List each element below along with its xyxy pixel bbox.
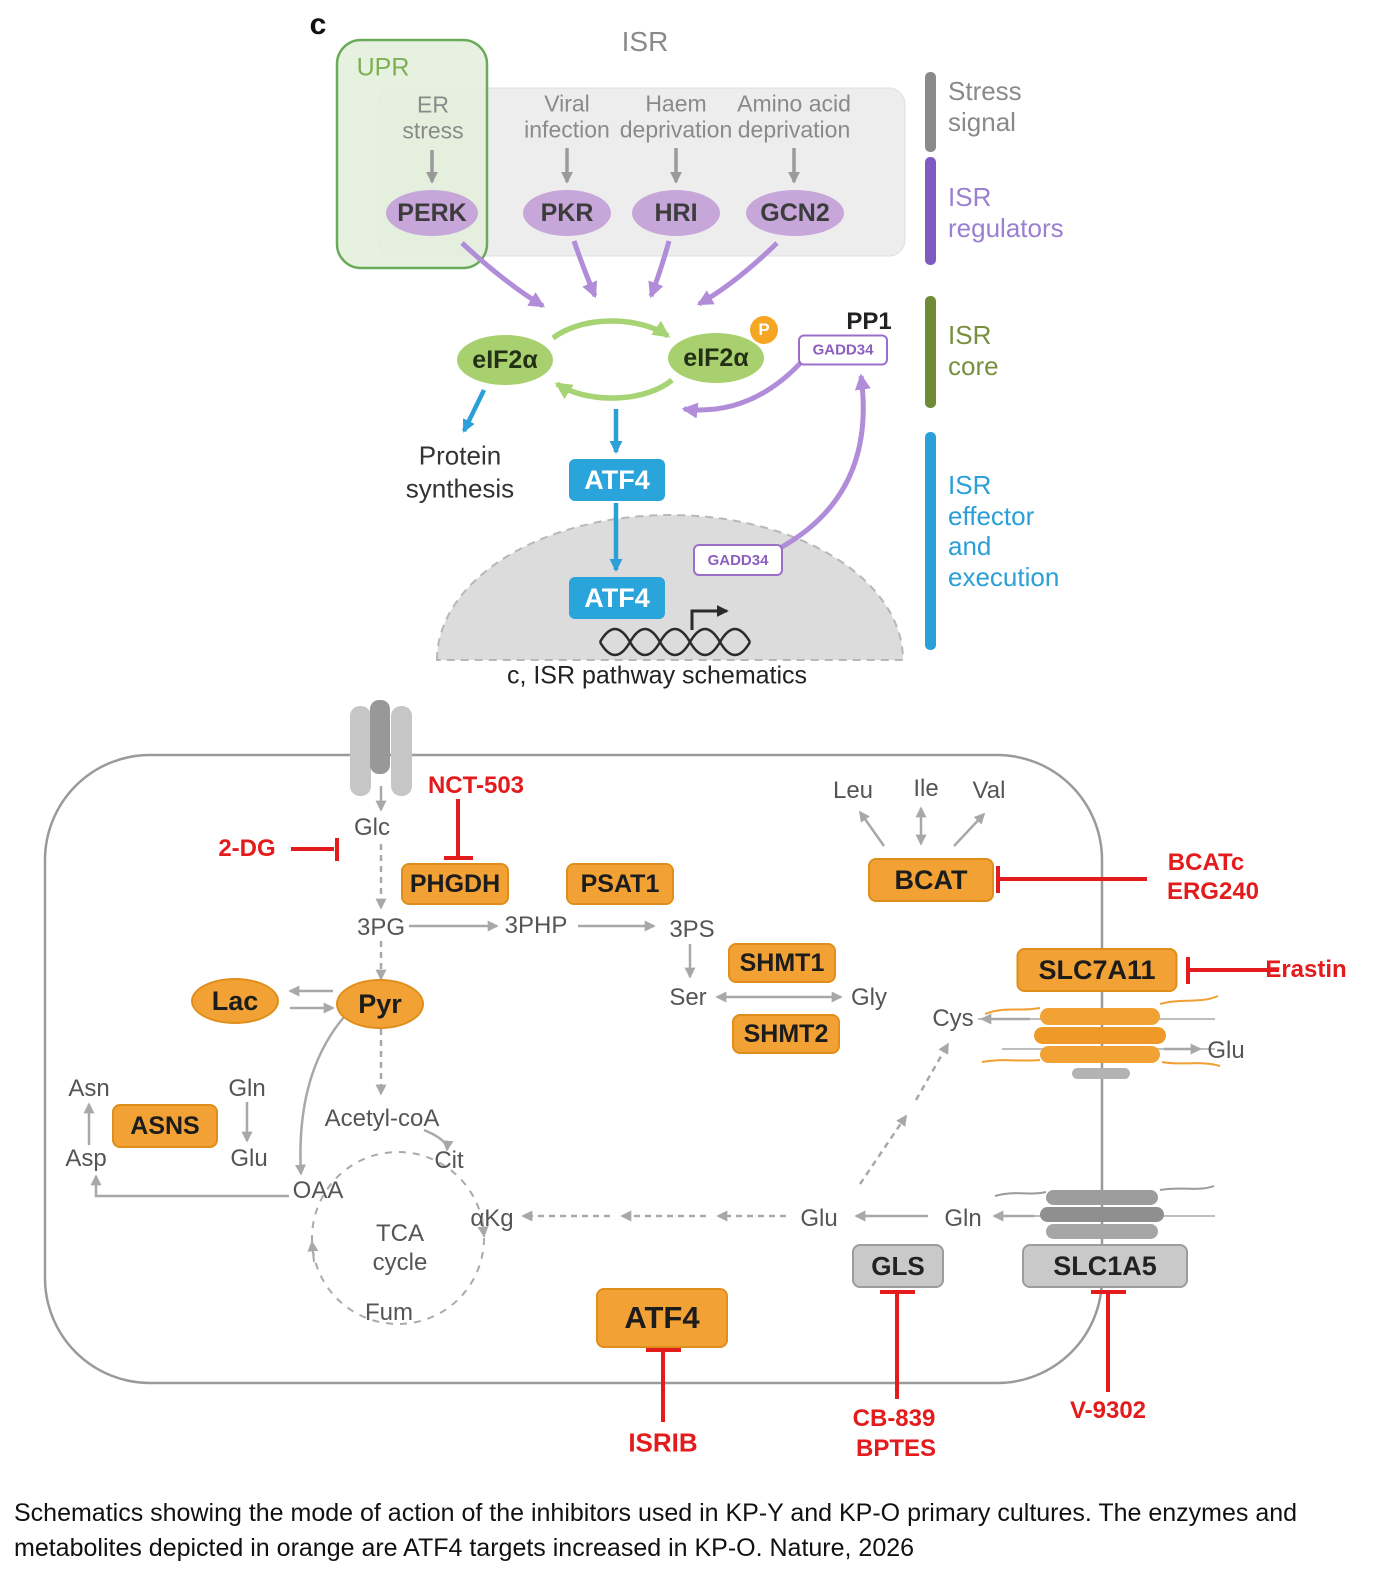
enzyme-box-gls: GLS bbox=[852, 1244, 944, 1288]
kinase-hri: HRI bbox=[632, 190, 720, 236]
gadd34-box-nucleus: GADD34 bbox=[693, 544, 783, 576]
legend-label-isr-core: ISR core bbox=[948, 320, 999, 381]
enzyme-box-slc1a5: SLC1A5 bbox=[1022, 1244, 1188, 1288]
metabolite-asn: Asn bbox=[68, 1075, 110, 1102]
metabolite-3php: 3PHP bbox=[504, 912, 568, 939]
eif2a-cycle-arrows bbox=[551, 318, 674, 401]
metabolite-ile: Ile bbox=[913, 775, 939, 802]
pp1-label: PP1 bbox=[846, 308, 892, 335]
metabolite-val: Val bbox=[972, 777, 1006, 804]
isr-title: ISR bbox=[621, 26, 669, 57]
panel-c-label: c bbox=[309, 8, 327, 41]
tca-cycle-label: TCA cycle bbox=[372, 1220, 428, 1276]
eif2a-unphosphorylated: eIF2α bbox=[457, 335, 553, 385]
gadd34-arrows bbox=[681, 355, 871, 551]
dna-helix-icon bbox=[598, 605, 752, 657]
metabolite-glc: Glc bbox=[354, 814, 390, 841]
stressor-haem-deprivation: Haem deprivation bbox=[619, 90, 733, 143]
slc1a5-transporter-icon bbox=[994, 1185, 1215, 1239]
effector-arrows bbox=[461, 389, 623, 572]
legend-bar-isr-core bbox=[925, 296, 936, 408]
kinase-gcn2: GCN2 bbox=[746, 190, 844, 236]
metabolite-oaa: OAA bbox=[292, 1177, 344, 1204]
inhibitor-cb839: CB-839 bbox=[852, 1405, 936, 1432]
glucose-transporter-icon bbox=[350, 700, 412, 796]
atf4-box-nucleus: ATF4 bbox=[569, 577, 665, 619]
gadd34-box-top: GADD34 bbox=[798, 334, 888, 366]
inhibitor-bptes: BPTES bbox=[855, 1435, 937, 1462]
metabolite-asp: Asp bbox=[65, 1145, 107, 1172]
enzyme-box-shmt1: SHMT1 bbox=[728, 943, 836, 983]
enzyme-box-atf4: ATF4 bbox=[596, 1288, 728, 1348]
legend-bar-stress-signal bbox=[925, 72, 936, 152]
metabolite-leu: Leu bbox=[832, 777, 874, 804]
metabolite-gln-mid: Gln bbox=[944, 1205, 982, 1232]
metabolic-arrows bbox=[83, 786, 1202, 1222]
cell-membrane bbox=[43, 753, 1104, 1385]
kinase-perk: PERK bbox=[386, 190, 478, 236]
metabolite-3ps: 3PS bbox=[669, 916, 715, 943]
kinase-arrows bbox=[460, 240, 779, 309]
enzyme-box-shmt2: SHMT2 bbox=[732, 1014, 840, 1054]
stressor-amino-acid-deprivation: Amino acid deprivation bbox=[737, 90, 851, 143]
legend-bar-isr-effector bbox=[925, 432, 936, 650]
kinase-pkr: PKR bbox=[523, 190, 611, 236]
inhibitor-bcatc: BCATc bbox=[1167, 849, 1245, 876]
inhibitor-isrib: ISRIB bbox=[628, 1427, 698, 1458]
enzyme-box-bcat: BCAT bbox=[868, 858, 994, 902]
inhibitor-erg240: ERG240 bbox=[1166, 878, 1260, 905]
stress-arrows bbox=[426, 148, 800, 184]
inhibitor-nct503: NCT-503 bbox=[427, 772, 525, 799]
metabolite-glu-right: Glu bbox=[1207, 1037, 1245, 1064]
enzyme-box-phgdh: PHGDH bbox=[401, 863, 509, 905]
enzyme-box-slc7a11: SLC7A11 bbox=[1016, 948, 1178, 992]
figure-caption: Schematics showing the mode of action of… bbox=[14, 1499, 1298, 1562]
stressor-viral-infection: Viral infection bbox=[524, 90, 610, 143]
panel-c-caption: c, ISR pathway schematics bbox=[506, 661, 808, 690]
stressor-er-stress: ER stress bbox=[402, 91, 464, 144]
phospho-badge: P bbox=[750, 316, 778, 344]
inhibitor-v9302: V-9302 bbox=[1069, 1397, 1147, 1424]
enzyme-box-psat1: PSAT1 bbox=[566, 863, 674, 905]
metabolite-akg: αKg bbox=[470, 1205, 514, 1232]
metabolite-oval-lac: Lac bbox=[191, 978, 279, 1024]
eif2a-phosphorylated: eIF2α bbox=[668, 333, 764, 383]
inhibitor-2dg: 2-DG bbox=[218, 835, 276, 862]
atf4-box-cytoplasm: ATF4 bbox=[569, 459, 665, 501]
nucleus-shape bbox=[435, 514, 905, 661]
metabolite-acetyl-coa: Acetyl-coA bbox=[324, 1105, 440, 1132]
metabolite-gln-left: Gln bbox=[228, 1075, 266, 1102]
metabolite-gly: Gly bbox=[851, 984, 887, 1011]
metabolite-oval-pyr: Pyr bbox=[336, 979, 424, 1029]
inhibitor-lines bbox=[291, 799, 1279, 1422]
metabolite-glu-mid: Glu bbox=[800, 1205, 838, 1232]
legend-label-isr-regulators: ISR regulators bbox=[948, 182, 1064, 243]
metabolite-3pg: 3PG bbox=[356, 914, 406, 941]
metabolite-cys: Cys bbox=[932, 1005, 974, 1032]
legend-label-isr-effector: ISR effector and execution bbox=[948, 470, 1060, 593]
legend-label-stress-signal: Stress signal bbox=[948, 76, 1022, 137]
metabolite-glu-left: Glu bbox=[230, 1145, 268, 1172]
metabolite-ser: Ser bbox=[669, 984, 707, 1011]
tca-cycle-circle bbox=[307, 1151, 489, 1325]
enzyme-box-asns: ASNS bbox=[112, 1104, 218, 1148]
metabolite-fum: Fum bbox=[365, 1299, 413, 1326]
upr-label: UPR bbox=[356, 53, 410, 82]
inhibitor-erastin: Erastin bbox=[1265, 956, 1347, 983]
legend-bar-isr-regulators bbox=[925, 157, 936, 265]
protein-synthesis-label: Protein synthesis bbox=[405, 440, 515, 504]
slc7a11-transporter-icon bbox=[981, 995, 1221, 1079]
metabolite-cit: Cit bbox=[434, 1147, 464, 1174]
